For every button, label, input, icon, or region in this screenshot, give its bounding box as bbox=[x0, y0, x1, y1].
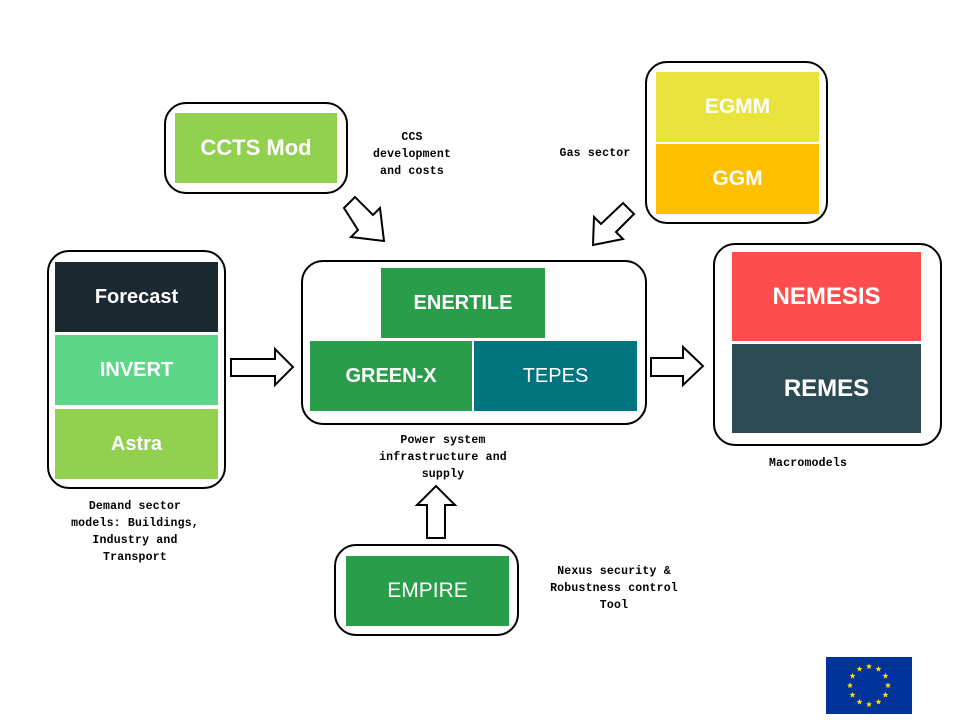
star-icon bbox=[875, 698, 882, 705]
ggm-block[interactable]: GGM bbox=[656, 144, 819, 214]
nexus-group: EMPIRE bbox=[334, 544, 519, 636]
power-group: ENERTILE GREEN-X TEPES bbox=[301, 260, 647, 425]
star-icon bbox=[865, 663, 873, 670]
macro-group: NEMESIS REMES bbox=[713, 243, 942, 446]
arrow-power-to-macro bbox=[640, 340, 720, 390]
star-icon bbox=[856, 665, 863, 672]
green-x-block[interactable]: GREEN-X bbox=[310, 341, 472, 411]
tepes-block[interactable]: TEPES bbox=[474, 341, 637, 411]
macro-caption: Macromodels bbox=[768, 457, 848, 470]
arrow-nexus-to-power bbox=[410, 480, 470, 545]
ccs-caption: CCS development and costs bbox=[372, 131, 452, 178]
eu-flag-logo bbox=[826, 657, 912, 714]
star-icon bbox=[849, 691, 856, 698]
star-icon bbox=[884, 682, 892, 689]
ccs-group: CCTS Mod bbox=[164, 102, 348, 194]
invert-block[interactable]: INVERT bbox=[55, 335, 218, 405]
remes-block[interactable]: REMES bbox=[732, 344, 921, 433]
star-icon bbox=[882, 691, 889, 698]
empire-block[interactable]: EMPIRE bbox=[346, 556, 509, 626]
arrow-gas-to-power bbox=[580, 195, 650, 255]
star-icon bbox=[865, 701, 873, 708]
astra-block[interactable]: Astra bbox=[55, 409, 218, 479]
nemesis-block[interactable]: NEMESIS bbox=[732, 252, 921, 341]
arrow-ccs-to-power bbox=[330, 185, 410, 250]
star-icon bbox=[846, 682, 854, 689]
star-icon bbox=[849, 672, 856, 679]
gas-group: EGMM GGM bbox=[645, 61, 828, 224]
demand-group: Forecast INVERT Astra bbox=[47, 250, 226, 489]
demand-caption: Demand sector models: Buildings, Industr… bbox=[71, 500, 199, 564]
ccts-mod-block[interactable]: CCTS Mod bbox=[175, 113, 337, 183]
gas-caption: Gas sector bbox=[559, 147, 631, 160]
star-icon bbox=[875, 665, 882, 672]
nexus-caption: Nexus security & Robustness control Tool bbox=[550, 565, 678, 612]
power-caption: Power system infrastructure and supply bbox=[379, 434, 507, 481]
arrow-demand-to-power bbox=[220, 340, 310, 395]
star-icon bbox=[856, 698, 863, 705]
enertile-block[interactable]: ENERTILE bbox=[381, 268, 545, 338]
forecast-block[interactable]: Forecast bbox=[55, 262, 218, 332]
star-icon bbox=[882, 672, 889, 679]
egmm-block[interactable]: EGMM bbox=[656, 72, 819, 142]
